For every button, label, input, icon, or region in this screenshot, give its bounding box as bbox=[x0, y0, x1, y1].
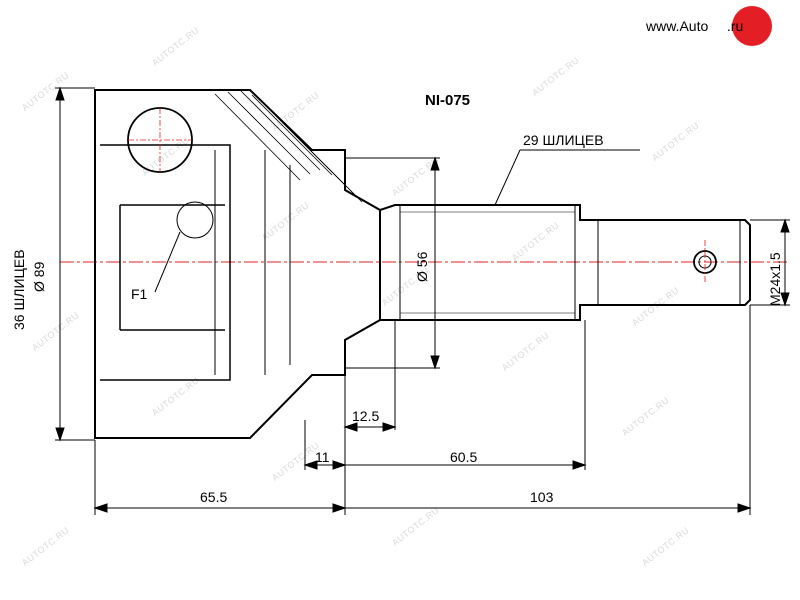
brand-highlight: TC bbox=[708, 18, 727, 34]
shaft bbox=[379, 204, 751, 321]
outer-housing bbox=[94, 89, 381, 439]
dim-thread bbox=[750, 218, 790, 307]
f1-leader bbox=[154, 231, 181, 293]
dim-diameter-89 bbox=[55, 86, 95, 442]
dim-103 bbox=[345, 503, 752, 513]
f1-label: F1 bbox=[131, 286, 148, 302]
brand-url: www.AutoTC.ru bbox=[646, 18, 743, 34]
dim-11 bbox=[303, 460, 347, 470]
dim-65-5-label: 65.5 bbox=[200, 489, 228, 505]
diameter-shaft-label: Ø 56 bbox=[414, 251, 430, 282]
brand-prefix: www.Auto bbox=[646, 18, 709, 34]
inner-splines-label: 36 ШЛИЦЕВ bbox=[11, 249, 27, 330]
dim-diameter-56 bbox=[345, 156, 440, 370]
inner-cage bbox=[100, 144, 231, 381]
dim-103-label: 103 bbox=[530, 489, 554, 505]
outer-splines-label: 29 ШЛИЦЕВ bbox=[523, 132, 604, 148]
dim-11-label: 11 bbox=[315, 449, 330, 465]
diameter-outer-label: Ø 89 bbox=[31, 261, 47, 292]
splines-leader bbox=[494, 149, 521, 206]
thread-label: M24x1.5 bbox=[767, 252, 783, 306]
dim-12-5 bbox=[343, 422, 397, 432]
dim-60-5 bbox=[345, 460, 587, 470]
dim-12-5-label: 12.5 bbox=[352, 408, 380, 424]
dim-60-5-label: 60.5 bbox=[450, 449, 478, 465]
housing-hatch bbox=[214, 89, 363, 203]
brand-logo-circle bbox=[732, 6, 772, 46]
dim-65-5 bbox=[93, 503, 347, 513]
part-code: NI-075 bbox=[425, 92, 471, 109]
detail-circle-f1 bbox=[176, 201, 214, 239]
brand-suffix: .ru bbox=[726, 18, 744, 34]
